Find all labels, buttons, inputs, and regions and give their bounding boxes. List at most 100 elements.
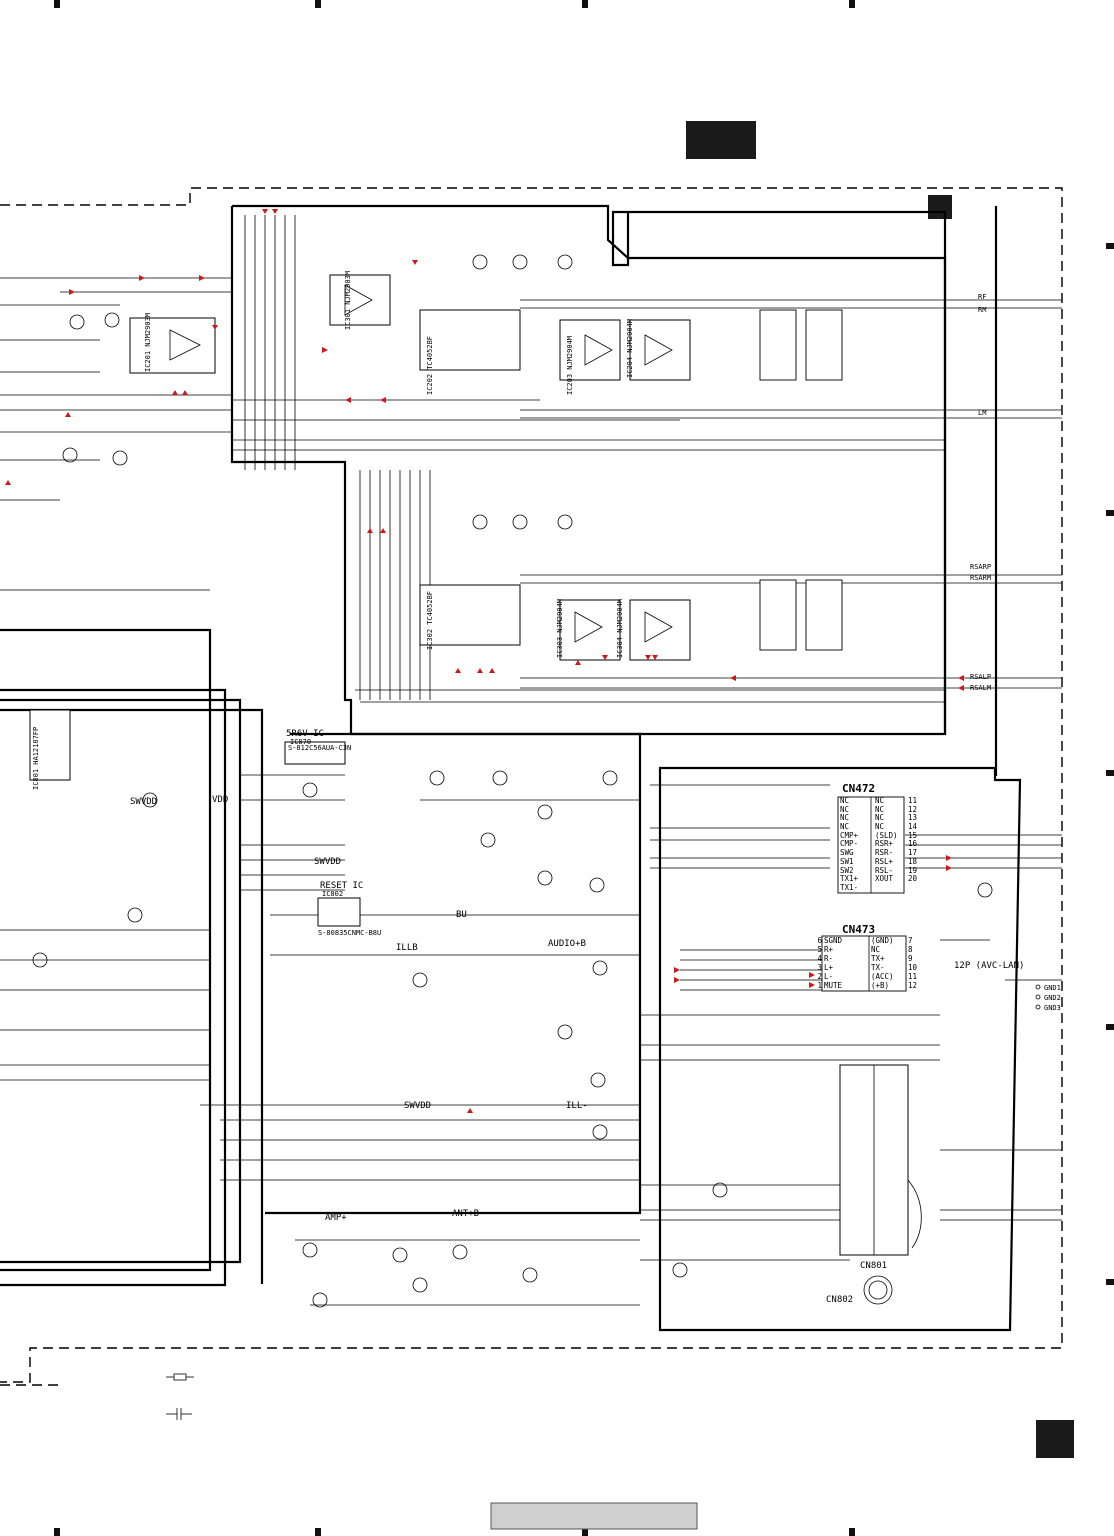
ic801-label: IC801 HA12187FP — [32, 727, 40, 790]
connector-pin-right: 15 — [908, 830, 918, 840]
output-gnd2: GND2 — [1044, 994, 1061, 1002]
connector-pin-left-1 — [826, 806, 838, 815]
component-legend — [166, 1373, 194, 1420]
connector-left-signal: NC — [840, 813, 850, 823]
page-footer-box — [490, 1502, 698, 1530]
connector-pin-right — [908, 884, 922, 893]
connector-pin-right: 17 — [908, 848, 918, 858]
connector-pin-left-2 — [826, 814, 838, 823]
connector-row: SW2 RSL- 19 — [826, 865, 928, 876]
bus-outlines — [0, 204, 1022, 1332]
connector-right-signal: RSR- — [875, 848, 894, 858]
connector-left-signal: NC — [840, 822, 850, 832]
connector-row: TX1- — [826, 882, 928, 893]
swvdd-label-1: SWVDD — [130, 797, 157, 807]
connector-pin-left-6 — [826, 849, 838, 858]
connector-right-signal: NC — [875, 813, 885, 823]
connector-pin-left-5 — [826, 840, 838, 849]
connector-pin-left-0: 6 — [817, 936, 822, 945]
swvdd-label-3: SWVDD — [404, 1101, 431, 1111]
connector-left-signal: TX1+ — [840, 874, 859, 884]
connector-pin-left-8 — [826, 867, 838, 876]
ic204-label: IC204 NJM2904M — [626, 319, 634, 378]
ic303-label: IC303 NJM2904M — [556, 599, 564, 658]
connector-pin-left-3: 3 — [817, 963, 822, 973]
vdd-label: VDD — [212, 795, 228, 805]
cn473-connector: CN473 — [821, 923, 907, 992]
reset-ic-part: S-80835CNMC-B8U — [318, 929, 381, 937]
connector-pin-left-9 — [826, 875, 838, 884]
output-rsarm: RSARM — [970, 574, 991, 582]
illb-label: ILLB — [396, 943, 418, 953]
ic203-label: IC203 NJM2904M — [566, 336, 574, 395]
connector-left-signal: CMP- — [840, 839, 859, 849]
output-rf: RF — [978, 293, 986, 301]
output-rm: RM — [978, 306, 986, 314]
ant-b-label: ANT+B — [452, 1209, 479, 1219]
connector-pin-right: 8 — [908, 945, 913, 955]
connector-row: 6 SGND (GND) 7 — [810, 936, 930, 945]
connector-pin-right: 19 — [908, 865, 918, 875]
connector-left-signal: TX1- — [840, 882, 859, 892]
connector-pin-right: 10 — [908, 963, 918, 973]
connector-pin-right: 13 — [908, 813, 918, 823]
signal-arrows — [5, 209, 964, 1113]
swvdd-label-2: SWVDD — [314, 857, 341, 867]
connector-row: NC NC 13 — [826, 814, 928, 823]
connector-left-signal: SWG — [840, 848, 854, 858]
output-rsalp: RSALP — [970, 673, 991, 681]
cn801-label: CN801 — [860, 1261, 887, 1271]
ic-5r6v-title: 5R6V IC — [286, 729, 324, 739]
connector-pin-left-2: 4 — [817, 954, 822, 964]
avc-lan-label: 12P (AVC-LAN) — [954, 961, 1024, 971]
connector-pin-right: 20 — [908, 874, 918, 884]
connector-row: 2 L- (ACC) 11 — [810, 972, 930, 981]
output-rsarp: RSARP — [970, 563, 991, 571]
connector-row: NC NC 14 — [826, 822, 928, 832]
connector-pin-left-4 — [826, 832, 838, 841]
connector-left-signal: R+ — [824, 945, 834, 955]
connector-pin-right: 12 — [908, 804, 918, 814]
connector-row: CMP+ (SLD) 15 — [826, 830, 928, 841]
ic301-label: IC301 NJM2903M — [344, 271, 352, 330]
connector-pin-right: 9 — [908, 954, 913, 964]
ic-5r6v-ref: IC870 — [290, 738, 311, 746]
connector-pin-right: 18 — [908, 856, 918, 866]
ic-bodies — [29, 274, 909, 1256]
ic-labels: IC201 NJM2903M IC202 TC4052BF IC203 NJM2… — [32, 271, 634, 790]
connector-pin-left-5: 1 — [817, 981, 822, 991]
connector-row: SW1 RSL+ 18 — [826, 856, 928, 867]
connector-row: 3 L+ TX- 10 — [810, 963, 930, 972]
amp-plus-label: AMP+ — [325, 1213, 347, 1223]
output-gnd1: GND1 — [1044, 984, 1061, 992]
connector-right-signal: (SLD) — [875, 830, 898, 840]
board-frame — [0, 187, 1063, 1383]
connector-pin-right: 11 — [908, 796, 918, 805]
connector-left-signal: SGND — [824, 936, 843, 945]
connector-right-signal: TX- — [871, 963, 885, 973]
connector-right-signal: NC — [871, 945, 881, 955]
cn472-title: CN472 — [842, 782, 875, 795]
connector-right-signal: RSL+ — [875, 856, 894, 866]
connector-right-signal: (GND) — [871, 936, 894, 945]
signal-wires — [0, 215, 1062, 1306]
ic202-label: IC202 TC4052BF — [426, 336, 434, 395]
cn802-label: CN802 — [826, 1295, 853, 1305]
connector-pin-left-7 — [826, 858, 838, 867]
opamp-symbols — [169, 284, 673, 643]
ic304-label: IC304 NJM2904M — [616, 599, 624, 658]
cn801-detail — [863, 1065, 922, 1305]
output-rsalm: RSALM — [970, 684, 991, 692]
cn472-table: NC NC 11 NC NC 12 NC NC 13 NC NC 14 CMP+… — [838, 796, 928, 893]
connector-left-signal: CMP+ — [840, 830, 859, 840]
reset-ic-title: RESET IC — [320, 881, 363, 891]
connector-right-signal: XOUT — [875, 874, 894, 884]
connector-row: NC NC 11 — [826, 796, 928, 806]
connector-row: 4 R- TX+ 9 — [810, 954, 930, 963]
connector-row: 1 MUTE (+B) 12 — [810, 981, 930, 990]
audio-b-label: AUDIO+B — [548, 939, 586, 949]
cn473-table: 6 SGND (GND) 7 5 R+ NC 8 4 R- TX+ 9 3 L+… — [810, 936, 930, 991]
ill-minus-label: ILL- — [566, 1101, 588, 1111]
connector-right-signal: (ACC) — [871, 972, 894, 982]
